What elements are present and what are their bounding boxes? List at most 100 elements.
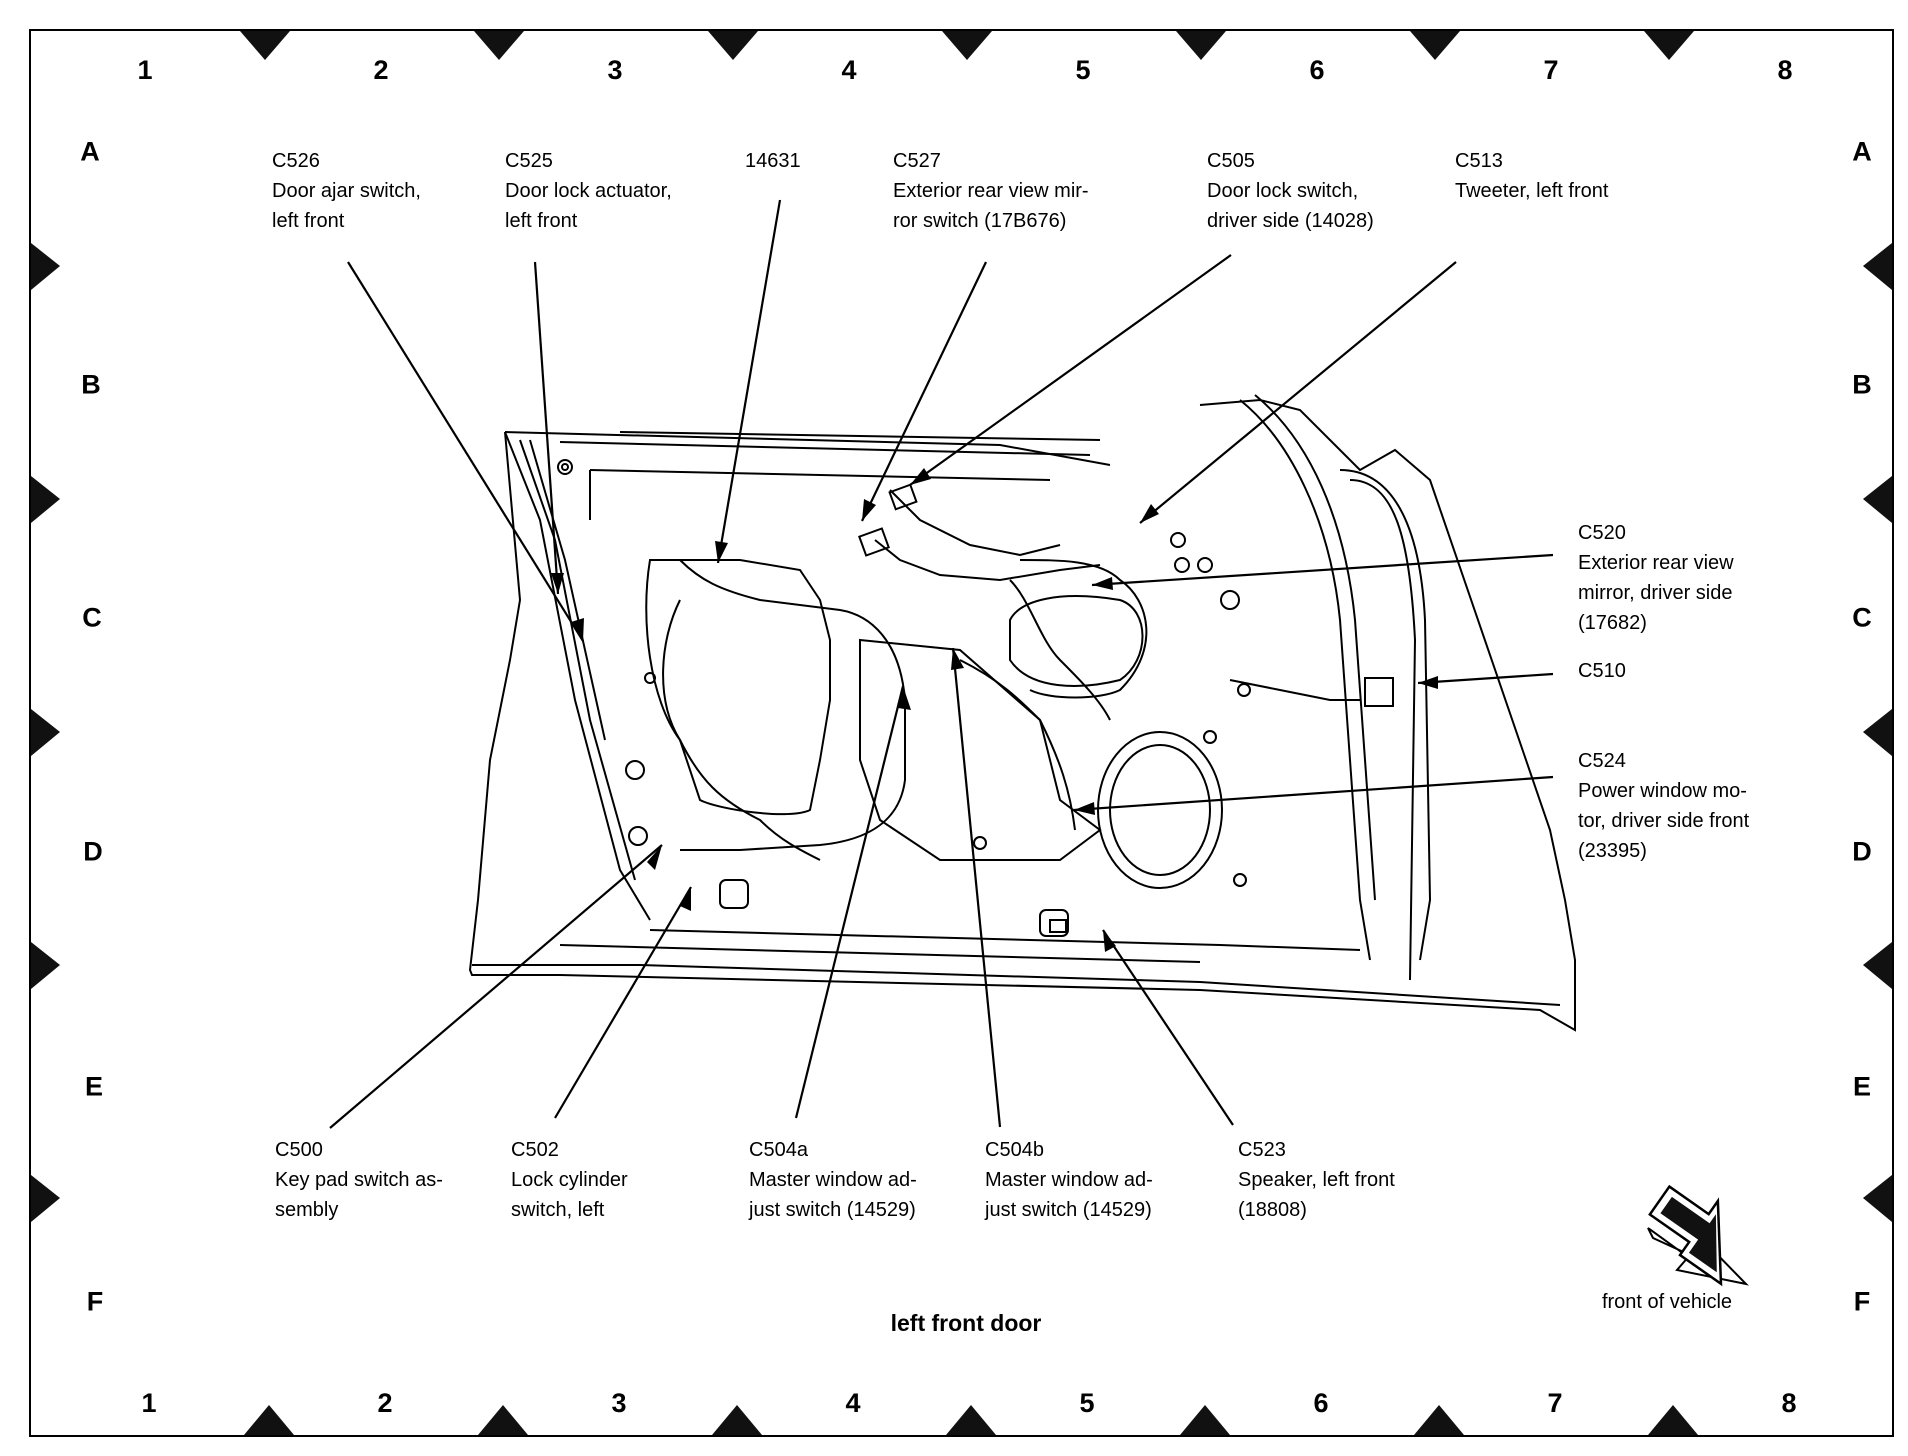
connector-code: C500 [275, 1139, 323, 1161]
leader-c504a [794, 685, 905, 1119]
grid-row-label: D [83, 836, 103, 867]
leader-c527 [861, 261, 987, 522]
grid-row-label: D [1852, 836, 1872, 867]
connector-code: C520 [1578, 522, 1626, 544]
connector-description: (17682) [1578, 612, 1647, 634]
grid-row-label: E [1852, 1071, 1872, 1102]
connector-description: mirror, driver side [1578, 582, 1733, 604]
connector-code: C523 [1238, 1139, 1286, 1161]
front-of-vehicle-arrow-icon [1647, 1184, 1749, 1287]
leader-c510 [1417, 672, 1554, 685]
connector-description: Master window ad- [749, 1169, 917, 1191]
connector-description: Power window mo- [1578, 780, 1747, 802]
connector-description: Lock cylinder [511, 1169, 628, 1191]
grid-markers-top [240, 31, 1694, 60]
leader-c523 [1102, 929, 1234, 1126]
connector-code: 14631 [745, 150, 801, 172]
connector-code: C504a [749, 1139, 808, 1161]
grid-row-label: F [86, 1286, 104, 1317]
main-harness [679, 559, 906, 851]
grid-markers-right [1863, 243, 1892, 1222]
connector-code: C502 [511, 1139, 559, 1161]
connector-description: Door lock actuator, [505, 180, 672, 202]
connector-description: left front [505, 210, 578, 232]
connector-description: just switch (14529) [985, 1199, 1152, 1221]
connector-description: Speaker, left front [1238, 1169, 1395, 1191]
connector-description: switch, left [511, 1199, 605, 1221]
connector-description: Door lock switch, [1207, 180, 1359, 202]
grid-markers-bottom [244, 1405, 1698, 1435]
connector-description: Tweeter, left front [1455, 180, 1609, 202]
grid-column-label: 4 [845, 1388, 861, 1418]
grid-column-label: 1 [141, 1388, 157, 1418]
leader-lines [329, 199, 1554, 1129]
leader-c524 [1073, 775, 1554, 812]
grid-column-label: 2 [373, 55, 389, 85]
grid-column-label: 5 [1079, 1388, 1095, 1418]
connector-description: Exterior rear view [1578, 552, 1734, 574]
connector-description: just switch (14529) [749, 1199, 916, 1221]
grid-column-label: 2 [377, 1388, 393, 1418]
grid-column-label: 6 [1309, 55, 1325, 85]
door-outer-shell [468, 398, 1576, 1032]
connector-code: C524 [1578, 750, 1626, 772]
connector-code: C513 [1455, 150, 1503, 172]
leader-arrowheads [551, 468, 1438, 952]
grid-column-label: 5 [1075, 55, 1091, 85]
connector-description: driver side (14028) [1207, 210, 1374, 232]
callout-c510: C510 [1578, 656, 1626, 686]
leader-c502 [554, 886, 692, 1119]
grid-column-label: 3 [607, 55, 623, 85]
grid-row-label: C [1852, 602, 1872, 633]
leader-c520 [1091, 553, 1554, 587]
grid-column-label: 8 [1777, 55, 1793, 85]
leader-c500 [329, 844, 663, 1129]
connector-description: Master window ad- [985, 1169, 1153, 1191]
grid-row-label: E [84, 1071, 104, 1102]
grid-row-label: C [82, 602, 102, 633]
grid-column-label: 7 [1543, 55, 1559, 85]
connector-description: Exterior rear view mir- [893, 180, 1089, 202]
connector-description: ror switch (17B676) [893, 210, 1067, 232]
leader-c504b [951, 647, 1002, 1128]
connector-description: tor, driver side front [1578, 810, 1750, 832]
speaker-outline [1097, 731, 1223, 889]
grid-column-label: 7 [1547, 1388, 1563, 1418]
grid-row-label: B [81, 369, 101, 400]
connector-code: C527 [893, 150, 941, 172]
connector-description: left front [272, 210, 345, 232]
grid-column-label: 8 [1781, 1388, 1797, 1418]
grid-row-label: F [1853, 1286, 1871, 1317]
leader-14631 [716, 199, 782, 564]
connector-c510 [1364, 677, 1394, 707]
diagram-title: left front door [890, 1310, 1042, 1336]
connector-code: C525 [505, 150, 553, 172]
grid-row-label: B [1852, 369, 1872, 400]
connector-code: C526 [272, 150, 320, 172]
connector-description: (18808) [1238, 1199, 1307, 1221]
connector-description: Door ajar switch, [272, 180, 421, 202]
connector-code: C510 [1578, 660, 1626, 682]
front-of-vehicle-label: front of vehicle [1601, 1291, 1733, 1313]
connector-description: Key pad switch as- [275, 1169, 443, 1191]
grid-column-label: 1 [137, 55, 153, 85]
connector-code: C505 [1207, 150, 1255, 172]
leader-c526 [347, 261, 584, 642]
grid-row-label: A [80, 136, 100, 167]
connector-description: sembly [275, 1199, 339, 1221]
grid-column-label: 4 [841, 55, 857, 85]
mirror-harness [874, 539, 1101, 582]
